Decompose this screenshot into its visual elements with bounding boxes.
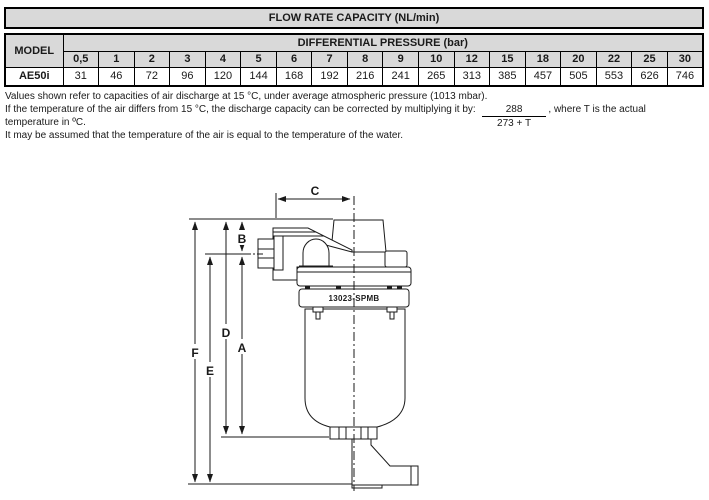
outlet-elbow: [351, 438, 419, 486]
label-patch: [188, 344, 202, 359]
air-eliminator-outline: [257, 219, 419, 489]
notes-block: Values shown refer to capacities of air …: [5, 90, 708, 142]
pressure-header-cell: 18: [524, 50, 562, 68]
pressure-header-cell: 15: [489, 50, 526, 68]
model-header-cell: MODEL: [4, 33, 64, 68]
pressure-header-cell: 3: [169, 50, 206, 68]
flow-value-cell: 72: [133, 66, 171, 87]
flow-value-cell: 31: [62, 66, 100, 87]
body-arch: [302, 238, 330, 266]
label-patch: [219, 324, 233, 339]
note-line-2-text: If the temperature of the air differs fr…: [5, 104, 476, 115]
gasket-marks: [305, 286, 402, 289]
flow-value-cell: 216: [346, 66, 384, 87]
bottom-fitting-facets: [338, 427, 369, 439]
pressure-header-cell: 9: [382, 50, 419, 68]
table-title: FLOW RATE CAPACITY (NL/min): [4, 7, 704, 29]
flow-value-cell: 553: [595, 66, 633, 87]
note-line-2-after: , where T is the actual: [548, 104, 646, 115]
flow-value-cell: 746: [666, 66, 704, 87]
dim-label-c: C: [311, 184, 320, 198]
pressure-header-cell: 1: [98, 50, 135, 68]
fraction-numerator: 288: [481, 103, 547, 117]
right-boss: [384, 250, 408, 268]
dimension-labels: F E D A B C: [188, 184, 320, 378]
label-patch: [235, 339, 249, 354]
pressure-header-cell: 6: [275, 50, 313, 68]
note-line-3: temperature in ºC.: [5, 117, 86, 128]
flow-value-cell: 120: [204, 66, 242, 87]
cylinder-body: [304, 308, 406, 428]
model-value-cell: AE50i: [4, 66, 64, 87]
flow-value-cell: 505: [560, 66, 597, 87]
hex-facets: [258, 248, 274, 259]
table-title-text: FLOW RATE CAPACITY (NL/min): [268, 12, 440, 24]
pressure-header-cell: 7: [311, 50, 348, 68]
flow-value-cell: 313: [453, 66, 491, 87]
dim-label-f: F: [191, 346, 198, 360]
pressure-header-cell: 25: [631, 50, 668, 68]
dim-label-d: D: [222, 326, 231, 340]
pressure-header-cell: 20: [560, 50, 597, 68]
flow-value-cell: 168: [275, 66, 313, 87]
outlet-lip: [351, 484, 383, 489]
flow-value-cell: 265: [417, 66, 455, 87]
pressure-header-cell: 0,5: [62, 50, 100, 68]
pressure-header-cell: 8: [346, 50, 384, 68]
note-line-1: Values shown refer to capacities of air …: [5, 91, 488, 102]
side-connection-collar: [273, 235, 284, 271]
dim-label-b: B: [238, 232, 247, 246]
dim-label-a: A: [238, 341, 247, 355]
flow-value-cell: 144: [240, 66, 277, 87]
flow-value-cell: 385: [489, 66, 526, 87]
note-line-4: It may be assumed that the temperature o…: [5, 130, 403, 141]
dim-label-e: E: [206, 364, 214, 378]
centerlines: [245, 196, 355, 491]
fraction-denominator: 273 + T: [497, 118, 532, 129]
note-line-2: If the temperature of the air differs fr…: [5, 103, 708, 129]
flow-value-cell: 46: [98, 66, 135, 87]
pressure-header-cell: 2: [133, 50, 171, 68]
flow-value-cell: 241: [382, 66, 419, 87]
label-patch: [235, 230, 249, 245]
pressure-header-cell: 5: [240, 50, 277, 68]
band-bolts: [312, 306, 398, 320]
label-patch: [203, 362, 217, 377]
flow-value-cell: 457: [524, 66, 562, 87]
flow-value-cell: 626: [631, 66, 668, 87]
